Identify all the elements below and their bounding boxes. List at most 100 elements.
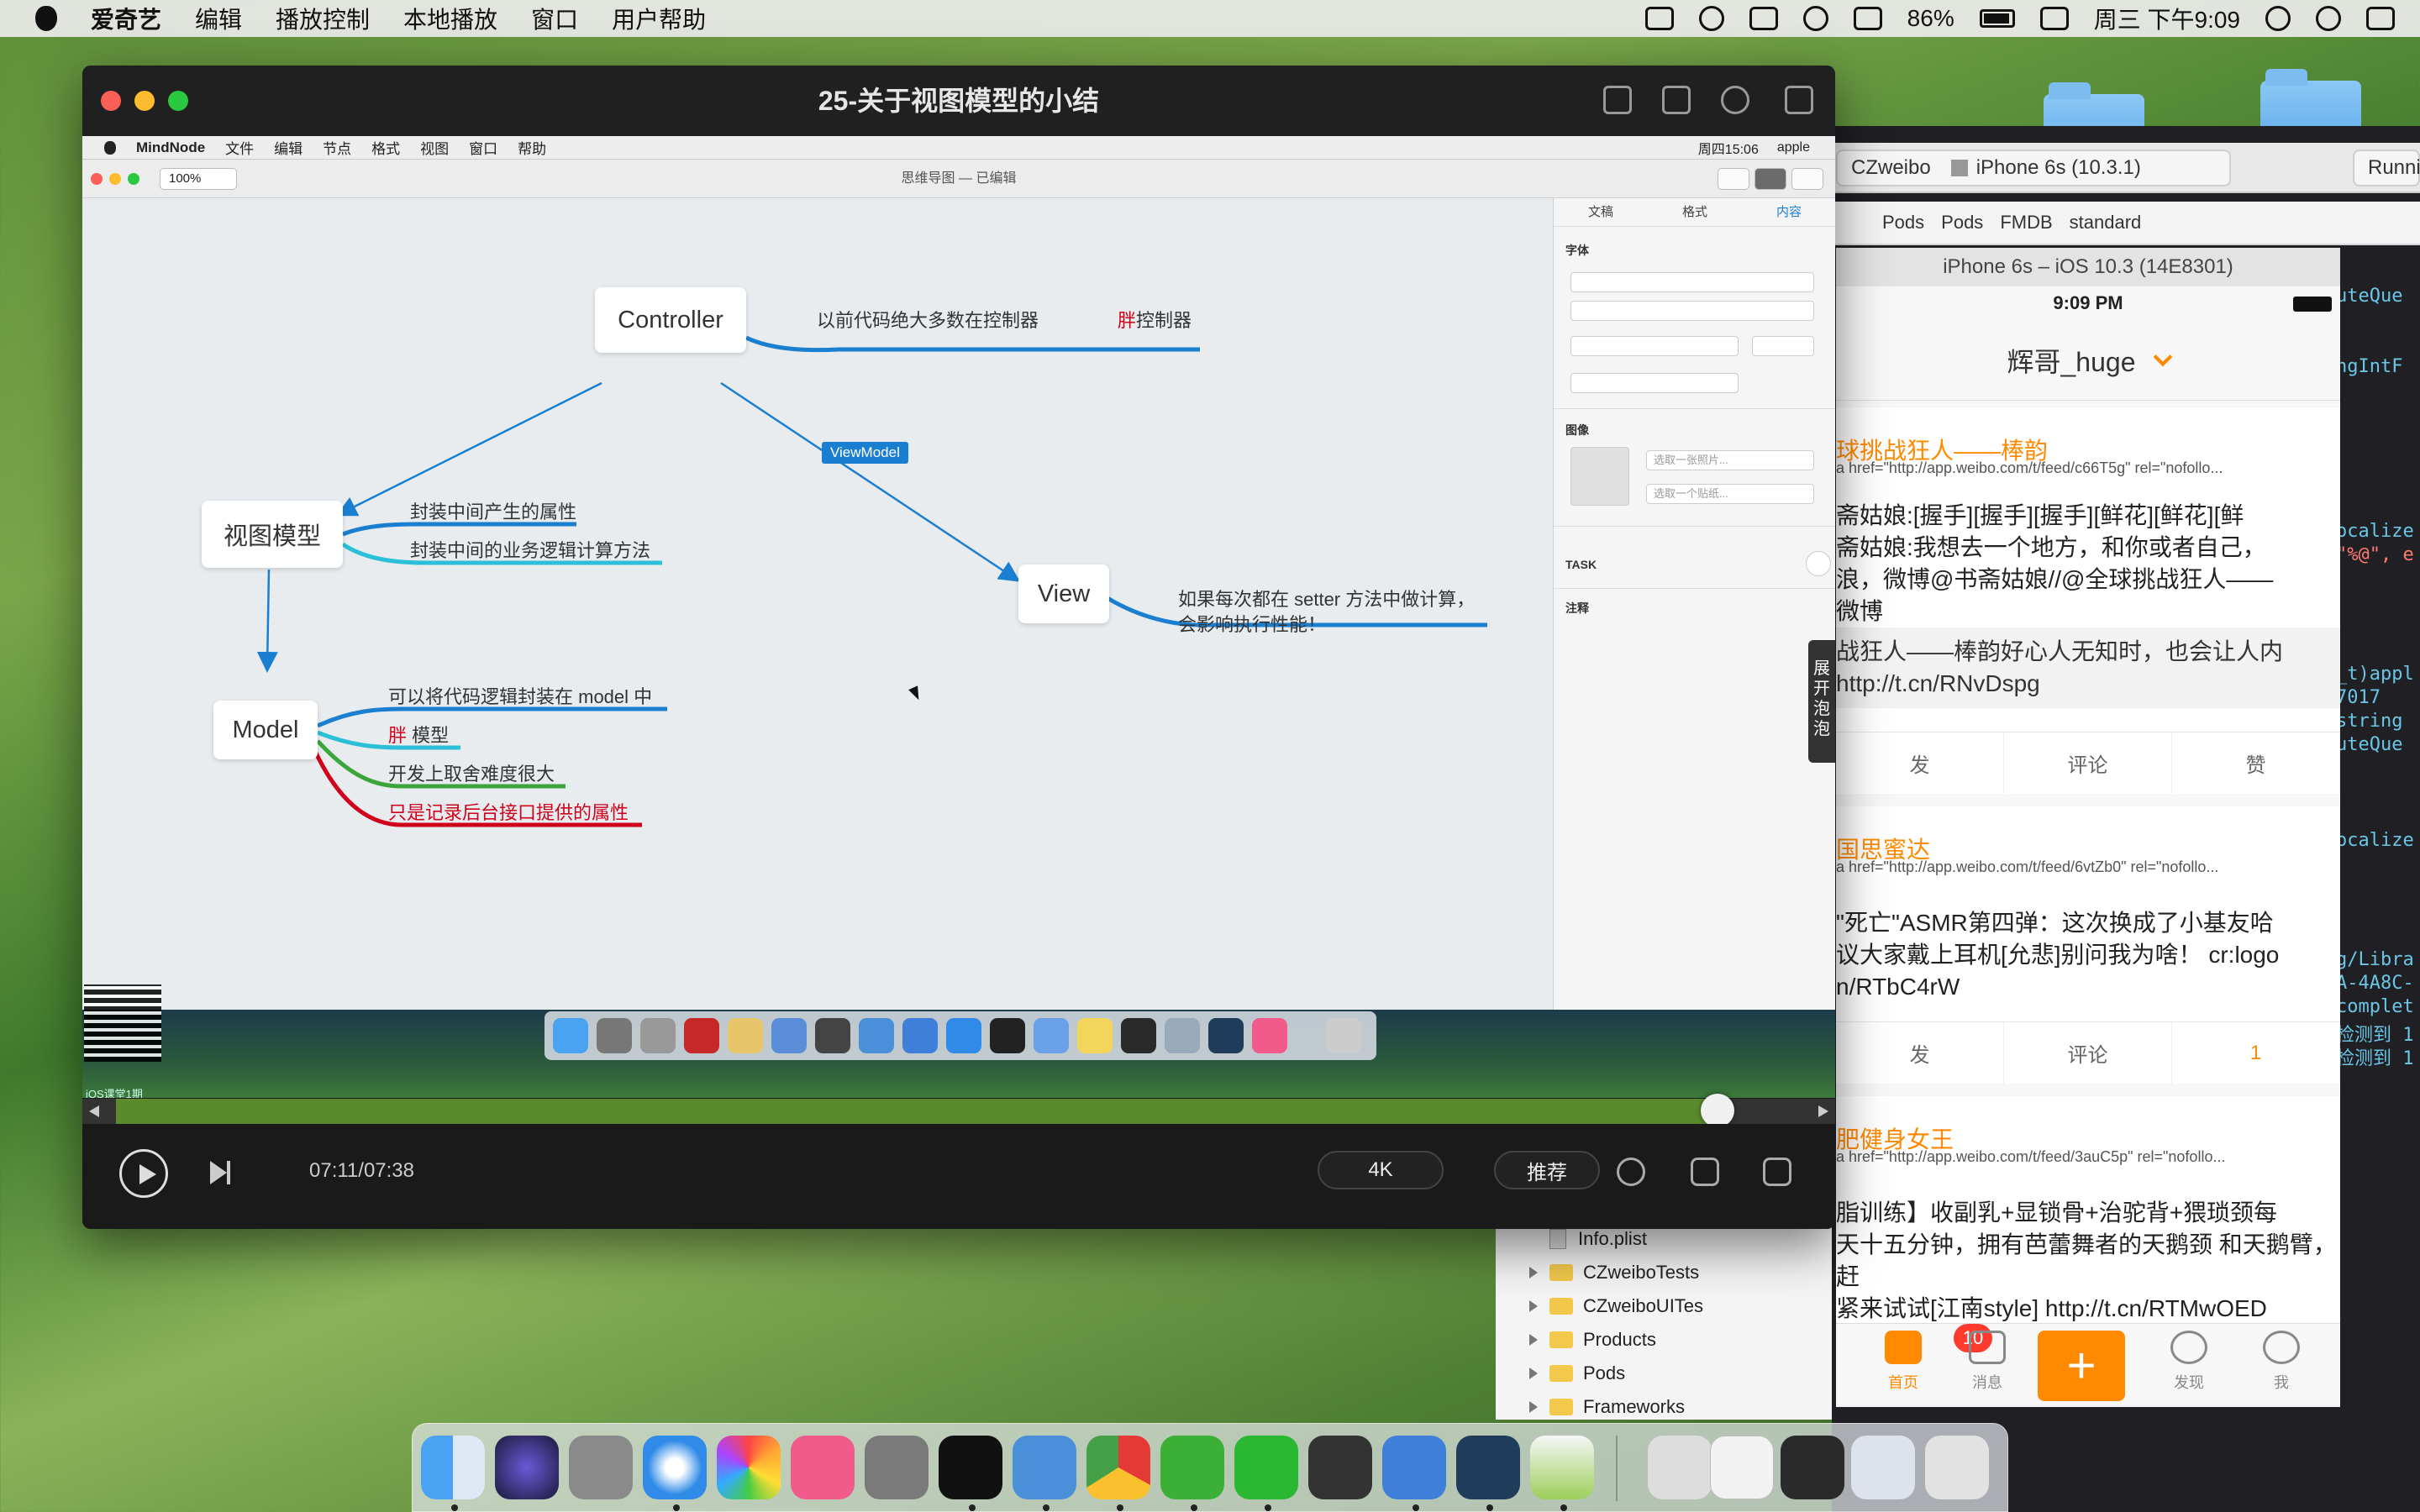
apple-menu-icon[interactable] [35,6,57,31]
progress-bar[interactable] [82,1094,1835,1127]
finder-icon[interactable] [421,1436,485,1499]
instruments-icon[interactable] [1308,1436,1372,1499]
close-icon [91,173,103,185]
minimized-window-icon[interactable] [1781,1436,1844,1499]
terminal-icon[interactable] [939,1436,1002,1499]
siri-icon[interactable] [495,1436,559,1499]
tab-discover[interactable]: 发现 [2147,1331,2231,1393]
sourcetree-icon[interactable] [1456,1436,1520,1499]
notification-center-icon[interactable] [2366,7,2395,30]
menu-edit[interactable]: 编辑 [195,7,243,33]
disclosure-icon[interactable] [1529,1300,1538,1312]
nav-title-dropdown[interactable]: 辉哥_huge [1836,320,2340,401]
itunes-icon[interactable] [791,1436,855,1499]
volume-icon[interactable] [1691,1158,1719,1186]
menu-window[interactable]: 窗口 [531,7,579,33]
play-button[interactable] [119,1149,168,1198]
quality-button[interactable]: 4K [1318,1151,1444,1189]
like-button[interactable]: 1 [2172,1022,2340,1084]
next-episode-button[interactable] [210,1161,230,1184]
tab-label: 我 [2274,1374,2289,1391]
task-toggle [1806,551,1831,576]
label-view-note-1: 如果每次都在 setter 方法中做计算， [1178,589,1476,610]
compose-plus-button[interactable]: + [2038,1331,2125,1401]
path-fmdb[interactable]: FMDB [2000,212,2053,233]
minimized-window-icon[interactable] [1851,1436,1915,1499]
safari-icon[interactable] [643,1436,707,1499]
path-pods-1[interactable]: Pods [1882,212,1925,233]
like-button[interactable]: 赞 [2172,732,2340,794]
download-icon[interactable] [1603,86,1632,114]
simulator-icon[interactable] [1382,1436,1446,1499]
spotlight-search-icon[interactable] [2265,6,2291,31]
gear-icon[interactable] [1617,1158,1645,1186]
fullscreen-icon[interactable] [1763,1158,1791,1186]
forward-icon[interactable] [1818,1105,1828,1117]
jump-bar[interactable]: Pods Pods FMDB standard [1832,202,2420,245]
comment-button[interactable]: 评论 [2004,732,2172,794]
input-method-icon[interactable] [1749,7,1778,30]
comment-button[interactable]: 评论 [2004,1022,2172,1084]
feed-card[interactable]: 肥健身女王 a href="http://app.weibo.com/t/fee… [1836,1096,2340,1323]
scheme-selector[interactable]: CZweibo iPhone 6s (10.3.1) [1836,150,2231,186]
feed-retweet[interactable]: 战狂人——棒韵好心人无知时，也会让人内 http://t.cn/RNvDspg [1836,627,2340,708]
chrome-icon[interactable] [1086,1436,1150,1499]
xcode-icon[interactable] [1013,1436,1076,1499]
repost-button[interactable]: 发 [1836,1022,2004,1084]
menu-playback[interactable]: 播放控制 [276,7,371,33]
feed-author[interactable]: 球挑战狂人——棒韵 [1836,438,2049,464]
trash-icon[interactable] [1925,1436,1989,1499]
feed-card[interactable]: 国思蜜达 a href="http://app.weibo.com/t/feed… [1836,806,2340,1084]
progress-knob[interactable] [1701,1094,1734,1127]
nav-item-tests[interactable]: CZweiboTests [1529,1258,1699,1287]
wechat-icon[interactable] [1160,1436,1224,1499]
tab-messages[interactable]: 消息 [1945,1331,2029,1393]
mindnode-icon[interactable] [1530,1436,1594,1499]
disclosure-icon[interactable] [1529,1267,1538,1278]
share-icon[interactable] [1721,86,1749,114]
tab-me[interactable]: 我 [2239,1331,2323,1393]
close-icon[interactable] [101,91,121,111]
menu-clock[interactable]: 周三 下午9:09 [2093,7,2240,33]
rewind-icon[interactable] [89,1105,99,1117]
feed-author[interactable]: 肥健身女王 [1836,1126,1954,1152]
disclosure-icon[interactable] [1529,1401,1538,1413]
nav-item-pods[interactable]: Pods [1529,1359,1625,1388]
recommend-button[interactable]: 推荐 [1494,1151,1600,1189]
disclosure-icon[interactable] [1529,1368,1538,1379]
tv-cast-icon[interactable] [1662,86,1691,114]
tab-home[interactable]: 首页 [1861,1331,1945,1393]
pin-window-icon[interactable] [1785,86,1813,114]
menu-app-name[interactable]: 爱奇艺 [91,7,162,33]
system-preferences-icon[interactable] [865,1436,929,1499]
zoom-icon[interactable] [168,91,188,111]
nav-item-info-plist[interactable]: Info.plist [1529,1225,1647,1253]
feed-card[interactable]: 球挑战狂人——棒韵 a href="http://app.weibo.com/t… [1836,407,2340,794]
user-avatar-icon[interactable] [2316,6,2341,31]
nav-item-frameworks[interactable]: Frameworks [1529,1393,1685,1421]
wechat-status-icon[interactable] [1698,6,1724,31]
nav-item-products[interactable]: Products [1529,1326,1656,1354]
photos-icon[interactable] [717,1436,781,1499]
mindmap-canvas: Controller 以前代码绝大多数在控制器 胖控制器 视图模型 封装中间产生… [82,198,1553,1055]
feed-author[interactable]: 国思蜜达 [1836,837,1931,863]
path-standard[interactable]: standard [2069,212,2142,233]
sync-status-icon[interactable] [2039,7,2069,30]
minimized-window-icon[interactable] [1710,1436,1774,1499]
status-app-icon[interactable] [1644,7,1674,30]
disclosure-icon[interactable] [1529,1334,1538,1346]
path-pods-2[interactable]: Pods [1941,212,1984,233]
battery-icon[interactable] [1979,9,2015,28]
video-user: apple [1776,140,1810,155]
iqiyi-icon[interactable] [1234,1436,1298,1499]
repost-button[interactable]: 发 [1836,732,2004,794]
minimize-icon[interactable] [134,91,155,111]
launchpad-icon[interactable] [569,1436,633,1499]
airplay-icon[interactable] [1853,7,1882,30]
wifi-icon[interactable] [1802,6,1828,31]
menu-help[interactable]: 用户帮助 [612,7,707,33]
nav-item-uitests[interactable]: CZweiboUITes [1529,1292,1703,1320]
menu-local-play[interactable]: 本地播放 [403,7,498,33]
video-frame[interactable]: MindNode 文件 编辑 节点 格式 视图 窗口 帮助 周四15:06 ap… [82,136,1835,1098]
downloads-stack-icon[interactable] [1648,1436,1712,1499]
